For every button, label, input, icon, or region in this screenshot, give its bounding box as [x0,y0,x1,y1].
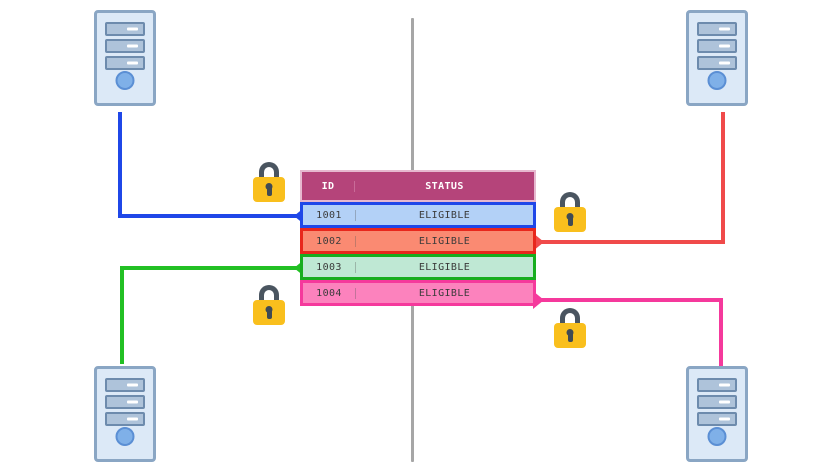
drive-bay-icon [105,378,145,392]
lock-shackle [560,308,580,330]
connection-red-arrowhead [533,233,544,251]
lock-keyhole [566,329,574,336]
connection-pink-vertical [719,298,723,368]
drive-bay-icon [697,22,737,36]
lock-keyhole [566,213,574,220]
drive-bay-icon [105,412,145,426]
lock-shackle [259,285,279,307]
lock-row-1001-icon [252,162,286,202]
server-bays [697,378,737,426]
table-row-1004[interactable]: 1004 ELIGIBLE [300,280,536,306]
column-header-status: STATUS [354,180,534,192]
connection-pink-horizontal [540,298,723,302]
server-top-right[interactable] [686,10,748,106]
drive-bay-icon [697,412,737,426]
drive-bay-icon [105,56,145,70]
drive-bay-icon [105,22,145,36]
lock-keyhole [265,306,273,313]
lock-keyhole [265,183,273,190]
column-header-id: ID [321,180,335,192]
connection-green-arrowhead [294,259,305,277]
connection-green-horizontal [120,266,303,270]
cell-id: 1002 [316,235,342,247]
connection-blue-arrowhead [294,207,305,225]
connection-blue-vertical [118,112,122,218]
drive-bay-icon [697,56,737,70]
table-row-1002[interactable]: 1002 ELIGIBLE [300,228,536,254]
table-row-1001[interactable]: 1001 ELIGIBLE [300,202,536,228]
cell-id: 1001 [316,209,342,221]
lock-row-1003-icon [252,285,286,325]
power-led-icon [707,427,727,446]
cell-status: ELIGIBLE [355,261,533,273]
connection-red-horizontal [540,240,725,244]
server-bottom-left[interactable] [94,366,156,462]
cell-status: ELIGIBLE [355,209,533,221]
drive-bay-icon [697,39,737,53]
server-bottom-right[interactable] [686,366,748,462]
drive-bay-icon [105,39,145,53]
connection-pink-arrowhead [533,291,544,309]
lock-row-1004-icon [553,308,587,348]
connection-green-vertical [120,266,124,364]
drive-bay-icon [697,395,737,409]
connection-blue-horizontal [118,214,303,218]
connection-red-vertical [721,112,725,241]
power-led-icon [707,71,727,90]
server-bays [697,22,737,70]
cell-id: 1004 [316,287,342,299]
lock-shackle [560,192,580,214]
server-bays [105,22,145,70]
eligibility-table: ID STATUS 1001 ELIGIBLE 1002 ELIGIBLE 10… [300,170,536,306]
drive-bay-icon [105,395,145,409]
drive-bay-icon [697,378,737,392]
power-led-icon [115,427,135,446]
cell-status: ELIGIBLE [355,235,533,247]
server-bays [105,378,145,426]
table-row-1003[interactable]: 1003 ELIGIBLE [300,254,536,280]
lock-row-1002-icon [553,192,587,232]
cell-id: 1003 [316,261,342,273]
lock-shackle [259,162,279,184]
table-header-row: ID STATUS [300,170,536,202]
cell-status: ELIGIBLE [355,287,533,299]
server-top-left[interactable] [94,10,156,106]
power-led-icon [115,71,135,90]
